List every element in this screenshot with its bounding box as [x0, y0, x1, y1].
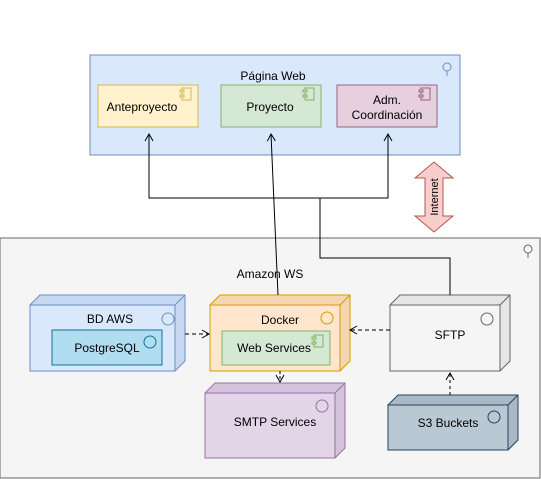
- sftp-to-bus: [319, 198, 451, 295]
- bd-aws-node: BD AWS PostgreSQL: [29, 294, 186, 372]
- smtp-label: SMTP Services: [234, 415, 316, 429]
- web-page-title: Página Web: [240, 69, 305, 83]
- lightbulb-icon: [523, 244, 533, 258]
- bus-line: [148, 137, 389, 199]
- anteproyecto-label: Anteproyecto: [107, 100, 178, 114]
- node-icon: [315, 399, 329, 413]
- proyecto-component: Proyecto: [220, 84, 322, 128]
- component-icon: [302, 87, 315, 101]
- connectors: [144, 132, 455, 395]
- docker-node: Docker Web Services: [209, 294, 351, 372]
- postgresql-box: [51, 329, 163, 366]
- anteproyecto-component: Anteproyecto: [97, 84, 199, 128]
- node-icon: [487, 410, 501, 424]
- sftp-node: SFTP: [389, 294, 511, 372]
- bd-aws-label: BD AWS: [87, 312, 133, 326]
- proyecto-label: Proyecto: [246, 100, 294, 114]
- web-services-label: Web Services: [237, 341, 311, 355]
- lightbulb-icon: [442, 62, 452, 76]
- node-icon: [480, 312, 494, 326]
- aws-title: Amazon WS: [237, 267, 304, 281]
- component-icon: [418, 87, 431, 101]
- component-icon: [179, 87, 192, 101]
- internet-label: Internet: [429, 178, 441, 215]
- adm-label-line1: Adm.: [373, 93, 401, 107]
- s3-label: S3 Buckets: [418, 416, 479, 430]
- postgresql-label: PostgreSQL: [74, 341, 140, 355]
- adm-label-line2: Coordinación: [352, 108, 423, 122]
- smtp-node: SMTP Services: [204, 382, 346, 459]
- docker-to-proyecto: [266, 132, 279, 296]
- sftp-label: SFTP: [435, 328, 466, 342]
- docker-label: Docker: [261, 313, 299, 327]
- node-icon: [161, 312, 175, 326]
- internet-arrow: Internet: [413, 161, 455, 233]
- adm-coordinacion-component: Adm. Coordinación: [336, 84, 438, 128]
- component-icon: [311, 334, 324, 348]
- s3-buckets-node: S3 Buckets: [387, 394, 519, 451]
- database-icon: [143, 335, 157, 349]
- node-icon: [320, 311, 334, 325]
